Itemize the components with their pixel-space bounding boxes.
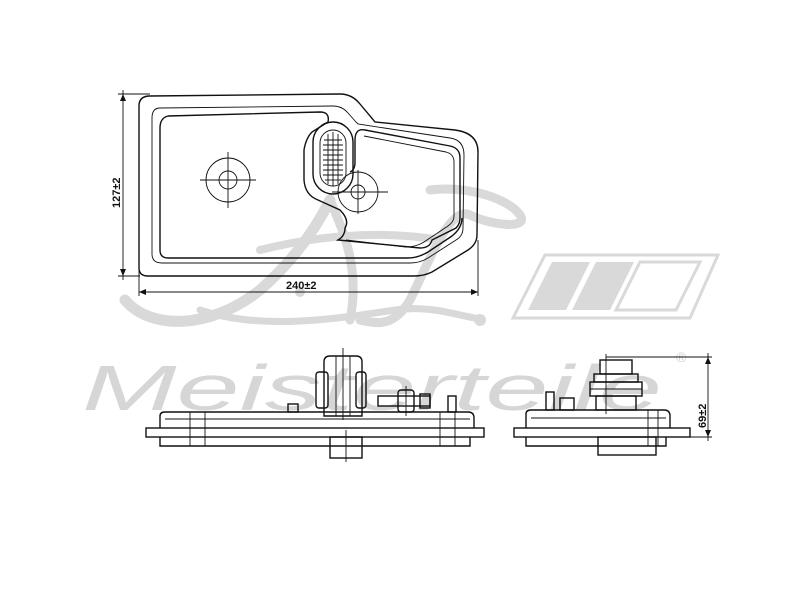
side-base-flange (513, 427, 691, 438)
filter-flange-inner-outline (151, 105, 465, 264)
spigot-end (419, 393, 431, 409)
watermark-script-stroke (355, 184, 527, 328)
side-intake-tower (589, 354, 643, 414)
filter-side-view: 69±2 (513, 353, 712, 456)
tower-base (595, 395, 637, 411)
outlet-port-right (332, 170, 388, 214)
watermark-logo-stripe (572, 262, 634, 310)
side-clip (545, 391, 555, 411)
watermark-logo-stripe (528, 262, 590, 310)
watermark-script-stroke (196, 305, 479, 326)
intake-mesh (323, 132, 343, 186)
filter-front-view (145, 348, 485, 462)
watermark-logo-stripe (613, 260, 703, 312)
side-bottom-boss (597, 436, 657, 456)
width-dimension-label: 240±2 (286, 280, 317, 292)
watermark-dot (474, 314, 486, 326)
intake-oval (312, 121, 354, 195)
watermark-script-stroke (256, 230, 444, 254)
filter-pan-contour (159, 115, 463, 259)
depth-dimension-label: 69±2 (697, 404, 709, 428)
watermark-script-stroke (325, 195, 358, 325)
filter-top-view: 127±2 240±2 (111, 90, 479, 296)
filter-right-chamber (345, 135, 455, 248)
height-dimension: 127±2 (111, 90, 150, 280)
watermark-brand-text: Meisterteile (82, 352, 662, 424)
intake-outer-oval (312, 121, 354, 195)
side-clip (559, 397, 575, 411)
retaining-clip (447, 395, 457, 413)
outlet-port-left (200, 152, 256, 208)
outlet-spigot (377, 386, 431, 416)
watermark-script-stroke (119, 194, 336, 327)
watermark-logo-frame (510, 253, 721, 320)
intake-seal-right (355, 371, 367, 409)
base-body (159, 411, 475, 428)
height-dimension-label: 127±2 (111, 177, 123, 208)
side-base-underside (525, 437, 667, 447)
base-underside (159, 437, 471, 447)
intake-seal-left (315, 371, 329, 409)
retaining-clip (287, 403, 299, 413)
depth-dimension: 69±2 (606, 353, 712, 441)
base-flange (145, 427, 485, 438)
intake-cylinder-body (323, 355, 363, 417)
width-dimension: 240±2 (138, 240, 479, 296)
intake-cylinder (315, 348, 367, 420)
filter-outer-outline (138, 93, 479, 277)
